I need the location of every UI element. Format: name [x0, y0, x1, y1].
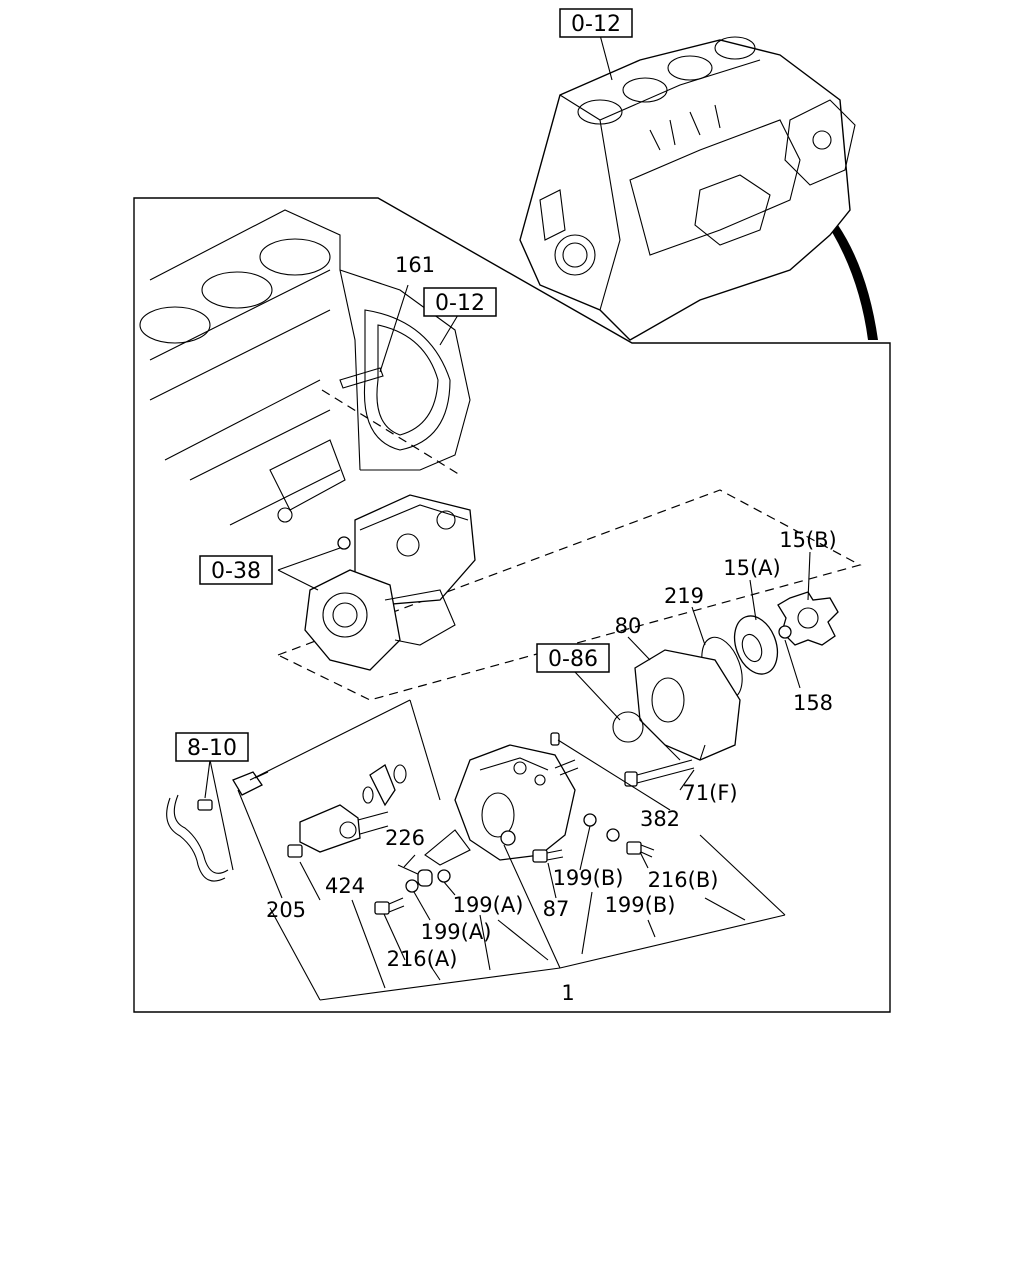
leader-lines	[204, 34, 811, 1001]
coupling-15a	[733, 615, 779, 675]
nut-158	[778, 625, 792, 639]
callout-87: 87	[543, 897, 570, 921]
washer-199a	[437, 869, 451, 883]
callout-80: 80	[615, 614, 642, 638]
washer-199b	[583, 813, 597, 827]
ref-box-0-12-mid[interactable]: 0-12	[423, 287, 497, 317]
callout-199b-upper: 199(B)	[553, 866, 624, 890]
seal-ring-0-86	[612, 711, 644, 743]
gasket	[369, 764, 396, 807]
callout-15b: 15(B)	[779, 528, 837, 552]
bolt-216b	[626, 841, 655, 858]
washer-199b	[606, 828, 620, 842]
ref-box-0-86[interactable]: 0-86	[536, 643, 610, 673]
ref-label-0-12-top: 0-12	[571, 12, 621, 37]
callout-424: 424	[325, 874, 365, 898]
detail-frame	[133, 197, 891, 1013]
callout-382: 382	[640, 807, 680, 831]
callout-1: 1	[561, 981, 574, 1005]
o-ring	[393, 764, 407, 784]
key-382	[550, 732, 560, 746]
ref-label-0-86: 0-86	[548, 647, 598, 672]
ref-label-0-12-mid: 0-12	[435, 291, 485, 316]
bolt-216a	[374, 897, 405, 915]
callout-15a: 15(A)	[723, 556, 780, 580]
callout-199a-lower: 199(A)	[421, 920, 492, 944]
washer-199a	[405, 879, 419, 893]
solenoid-424	[287, 804, 389, 858]
injection-pump	[424, 744, 579, 866]
callout-205: 205	[266, 898, 306, 922]
callout-226: 226	[385, 826, 425, 850]
cylinder-block-detail	[139, 209, 471, 526]
callout-161: 161	[395, 253, 435, 277]
air-compressor	[276, 489, 862, 701]
bolt-71f	[624, 759, 695, 787]
callout-216a: 216(A)	[387, 947, 458, 971]
ref-box-0-38[interactable]: 0-38	[199, 555, 273, 585]
banjo-bolt-226	[397, 864, 433, 887]
bolt-87	[532, 849, 564, 863]
ref-box-0-12-top[interactable]: 0-12	[559, 8, 633, 38]
ref-label-8-10: 8-10	[187, 736, 237, 761]
callout-216b: 216(B)	[648, 868, 719, 892]
engine-block-overview	[519, 36, 878, 341]
drive-hub-15b	[777, 591, 839, 646]
callout-71f: 71(F)	[682, 781, 737, 805]
ref-box-8-10[interactable]: 8-10	[175, 732, 249, 762]
o-ring	[362, 786, 374, 804]
callout-199a-upper: 199(A)	[453, 893, 524, 917]
wiring-harness-8-10	[166, 794, 229, 882]
callout-158: 158	[793, 691, 833, 715]
ref-label-0-38: 0-38	[211, 559, 261, 584]
callout-219: 219	[664, 584, 704, 608]
housing-80	[634, 649, 741, 761]
callout-199b-lower: 199(B)	[605, 893, 676, 917]
